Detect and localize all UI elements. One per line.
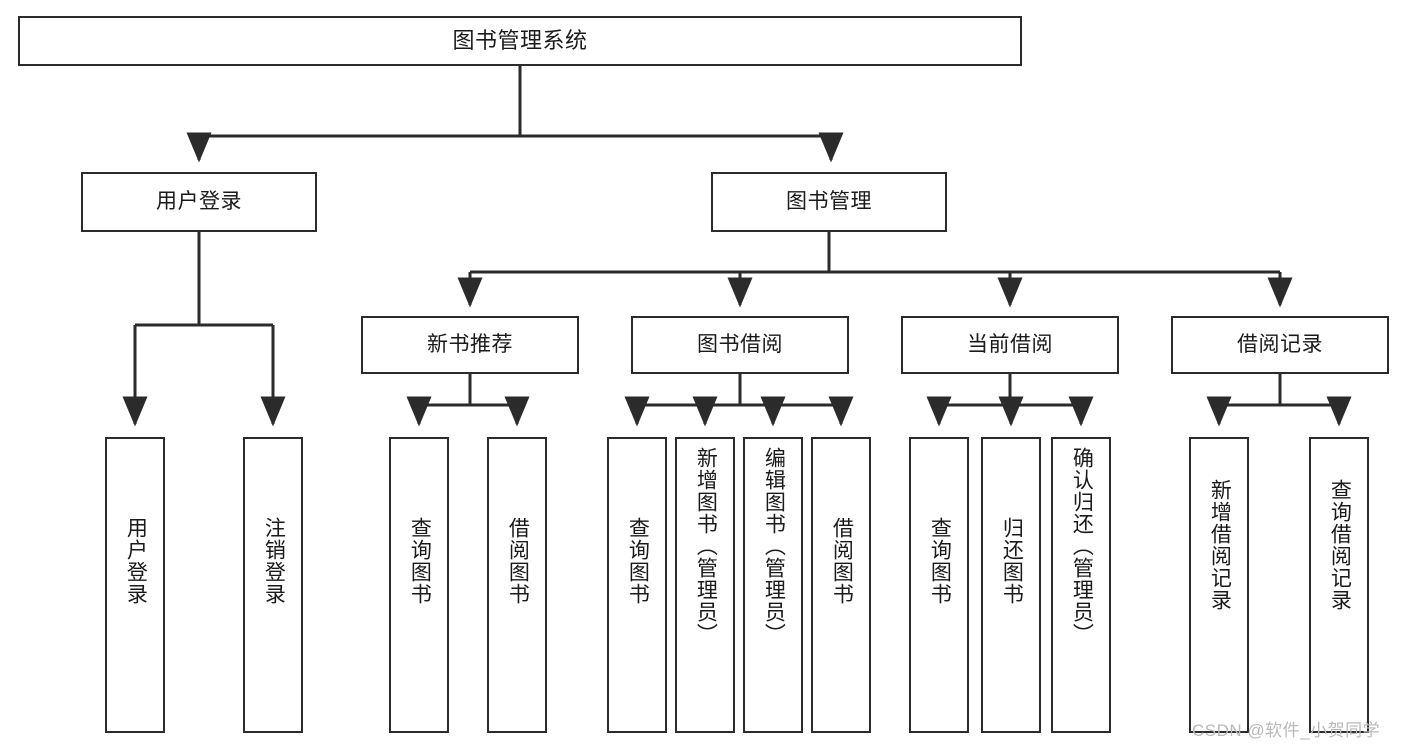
leaf-logout-label: 注销登录 bbox=[262, 517, 286, 605]
leaf-query-book-rec[interactable]: 查询图书 bbox=[389, 437, 449, 733]
leaf-borrow-book[interactable]: 借阅图书 bbox=[811, 437, 871, 733]
leaf-query-book-current[interactable]: 查询图书 bbox=[909, 437, 969, 733]
leaf-return-book[interactable]: 归还图书 bbox=[981, 437, 1041, 733]
node-book-borrow-label: 图书借阅 bbox=[697, 333, 783, 357]
leaf-borrow-book-label: 借阅图书 bbox=[830, 517, 854, 605]
leaf-query-book-borrow[interactable]: 查询图书 bbox=[607, 437, 667, 733]
leaf-borrow-book-rec-label: 借阅图书 bbox=[506, 517, 530, 605]
leaf-edit-book-admin-label: 编辑图书（管理员） bbox=[762, 447, 786, 645]
leaf-borrow-book-rec[interactable]: 借阅图书 bbox=[487, 437, 547, 733]
leaf-confirm-return-admin-label: 确认归还（管理员） bbox=[1070, 447, 1094, 645]
node-book-management[interactable]: 图书管理 bbox=[711, 172, 947, 232]
node-new-book-recommend-label: 新书推荐 bbox=[427, 333, 513, 357]
node-user-login-label: 用户登录 bbox=[156, 190, 242, 214]
leaf-query-book-rec-label: 查询图书 bbox=[408, 517, 432, 605]
node-book-management-label: 图书管理 bbox=[786, 190, 872, 214]
leaf-query-borrow-record-label: 查询借阅记录 bbox=[1328, 479, 1352, 611]
leaf-add-borrow-record[interactable]: 新增借阅记录 bbox=[1189, 437, 1249, 733]
node-root-label: 图书管理系统 bbox=[452, 27, 588, 53]
leaf-query-book-borrow-label: 查询图书 bbox=[626, 517, 650, 605]
leaf-logout[interactable]: 注销登录 bbox=[243, 437, 303, 733]
leaf-query-book-current-label: 查询图书 bbox=[928, 517, 952, 605]
leaf-add-book-admin-label: 新增图书（管理员） bbox=[694, 447, 718, 645]
leaf-add-book-admin[interactable]: 新增图书（管理员） bbox=[675, 437, 735, 733]
leaf-query-borrow-record[interactable]: 查询借阅记录 bbox=[1309, 437, 1369, 733]
node-borrow-record-label: 借阅记录 bbox=[1237, 333, 1323, 357]
node-current-borrow[interactable]: 当前借阅 bbox=[901, 316, 1119, 374]
leaf-add-borrow-record-label: 新增借阅记录 bbox=[1208, 479, 1232, 611]
node-user-login[interactable]: 用户登录 bbox=[81, 172, 317, 232]
node-borrow-record[interactable]: 借阅记录 bbox=[1171, 316, 1389, 374]
node-new-book-recommend[interactable]: 新书推荐 bbox=[361, 316, 579, 374]
node-root-system[interactable]: 图书管理系统 bbox=[18, 16, 1022, 66]
leaf-return-book-label: 归还图书 bbox=[1000, 517, 1024, 605]
leaf-confirm-return-admin[interactable]: 确认归还（管理员） bbox=[1051, 437, 1111, 733]
leaf-user-login[interactable]: 用户登录 bbox=[105, 437, 165, 733]
node-book-borrow[interactable]: 图书借阅 bbox=[631, 316, 849, 374]
node-current-borrow-label: 当前借阅 bbox=[967, 333, 1053, 357]
csdn-watermark: CSDN @软件_小贺同学 bbox=[1192, 721, 1381, 740]
leaf-user-login-label: 用户登录 bbox=[124, 517, 148, 605]
leaf-edit-book-admin[interactable]: 编辑图书（管理员） bbox=[743, 437, 803, 733]
